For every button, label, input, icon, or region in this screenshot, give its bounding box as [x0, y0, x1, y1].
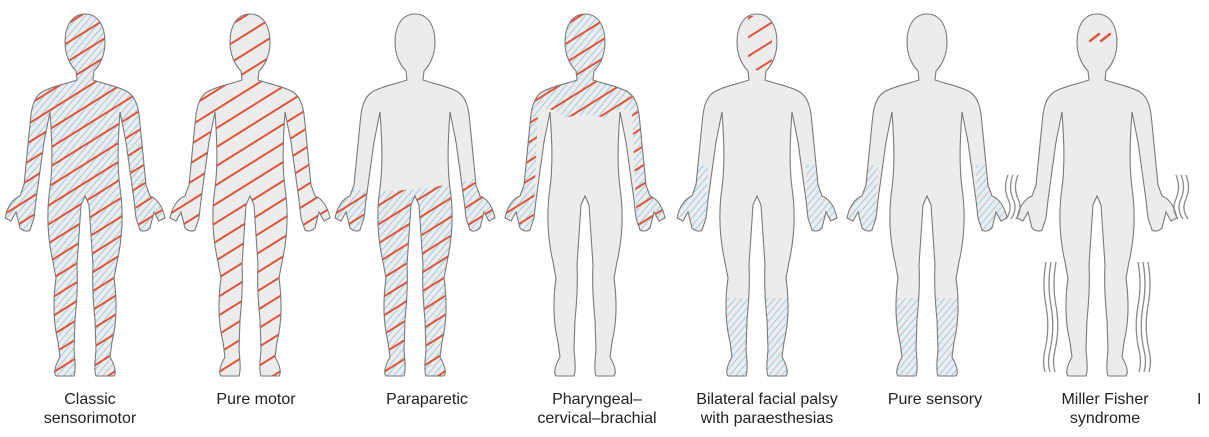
motor-hatch-whole — [0, 0, 170, 385]
caption-3: Paraparetic — [332, 390, 522, 409]
caption-5: Bilateral facial palsy with paraesthesia… — [672, 390, 862, 428]
body-figure-2 — [165, 0, 335, 385]
body-figure-4 — [500, 0, 670, 385]
body-figure-6 — [842, 0, 1012, 385]
clipped-caption: I — [1197, 390, 1209, 409]
caption-2: Pure motor — [161, 390, 351, 409]
caption-7: Miller Fisher syndrome — [1010, 390, 1200, 428]
caption-6: Pure sensory — [840, 390, 1030, 409]
caption-1: Classic sensorimotor — [0, 390, 185, 428]
body-figure-3 — [330, 0, 500, 385]
body-figure-7 — [1012, 0, 1182, 385]
motor-hatch-whole — [165, 0, 335, 385]
body-figure-1 — [0, 0, 170, 385]
body-figure-5 — [672, 0, 842, 385]
caption-4: Pharyngeal– cervical–brachial — [502, 390, 692, 428]
